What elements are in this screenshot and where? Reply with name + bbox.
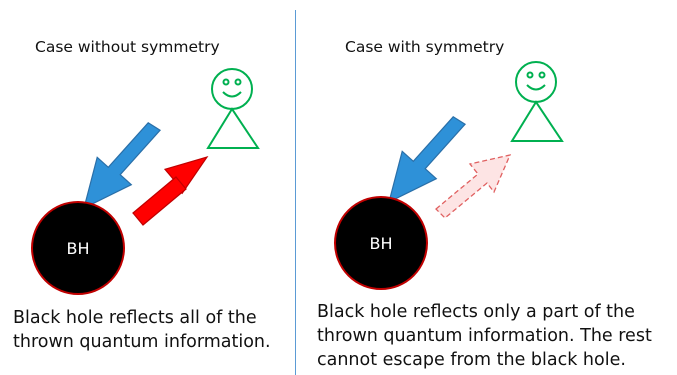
black-hole-disk — [334, 196, 428, 290]
observer-smile — [222, 91, 242, 98]
partial-reflection-arrow — [435, 154, 512, 219]
observer-figure — [206, 68, 260, 149]
observer-body — [510, 100, 564, 142]
caption-line: Black hole reflects only a part of the — [317, 302, 635, 322]
observer-left-eye — [222, 78, 230, 86]
case-with-symmetry-title: Case with symmetry — [345, 38, 505, 56]
black-hole-label: BH — [66, 239, 89, 258]
incoming-information-arrow — [388, 116, 467, 204]
observer-head — [211, 68, 253, 110]
case-with-symmetry-caption: Black hole reflects only a part of the t… — [317, 300, 652, 372]
incoming-information-arrow — [83, 122, 162, 210]
observer-smile — [526, 84, 546, 91]
black-hole: BH — [334, 196, 428, 290]
reflected-arrow-shaft — [132, 176, 187, 226]
case-without-symmetry-panel: Case without symmetry BH Black hole refl… — [0, 0, 295, 375]
observer-figure — [510, 61, 564, 142]
observer-head — [515, 61, 557, 103]
right-diagram: BH — [334, 61, 564, 290]
caption-line: cannot escape from the black hole. — [317, 350, 626, 370]
observer-left-eye — [526, 71, 534, 79]
black-hole-label: BH — [369, 234, 392, 253]
observer-right-eye — [234, 78, 242, 86]
left-diagram: BH — [31, 68, 260, 295]
case-without-symmetry-caption: Black hole reflects all of the thrown qu… — [13, 306, 271, 354]
black-hole-disk — [31, 201, 125, 295]
case-with-symmetry-panel: Case with symmetry BH Black hole reflect… — [297, 0, 677, 375]
panel-divider — [295, 10, 296, 375]
case-without-symmetry-title: Case without symmetry — [35, 38, 220, 56]
caption-line: thrown quantum information. — [13, 332, 271, 352]
black-hole: BH — [31, 201, 125, 295]
caption-line: thrown quantum information. The rest — [317, 326, 652, 346]
observer-body — [206, 107, 260, 149]
caption-line: Black hole reflects all of the — [13, 308, 257, 328]
partial-reflection-arrow-shape — [435, 154, 512, 219]
observer-right-eye — [538, 71, 546, 79]
